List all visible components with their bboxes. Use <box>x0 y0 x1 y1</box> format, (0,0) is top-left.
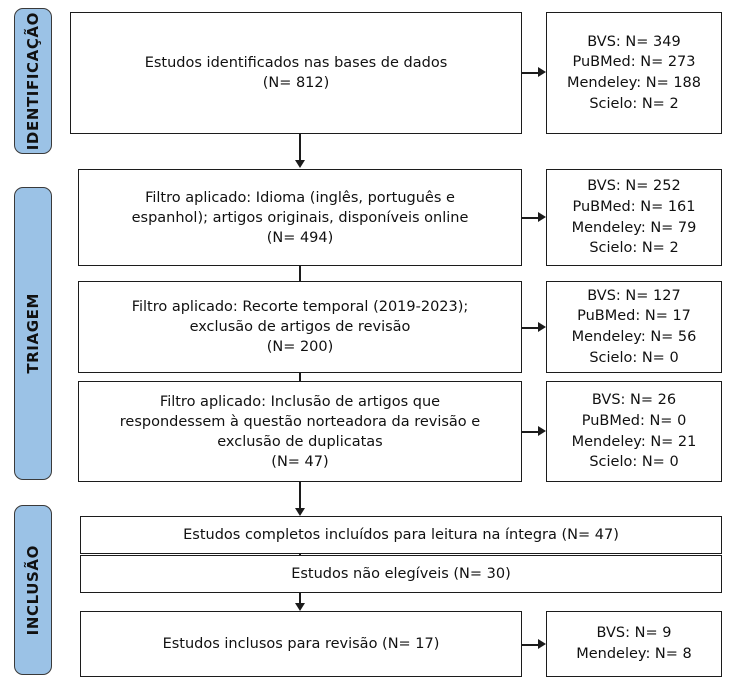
flow-box-identificados: Estudos identificados nas bases de dados… <box>70 12 522 134</box>
stage-label-inclusao: INCLUSÃO <box>24 544 42 636</box>
arrow-down-nao-elegiveis-to-inclusos <box>294 603 305 611</box>
connector-nao-elegiveis-to-inclusos <box>299 593 301 603</box>
connector-inclusao-to-completos <box>299 482 301 508</box>
stage-label-identificacao: IDENTIFICAÇÃO <box>24 11 42 151</box>
stage-pill-triagem: TRIAGEM <box>14 187 52 480</box>
flow-box-identificados-text: Estudos identificados nas bases de dados… <box>144 55 448 91</box>
connector-temporal-to-inclusao <box>299 373 301 381</box>
flow-box-nao-elegiveis-text: Estudos não elegíveis (N= 30) <box>291 566 511 582</box>
flow-box-inclusos-revisao-text: Estudos inclusos para revisão (N= 17) <box>162 636 440 652</box>
arrow-down-inclusao-to-completos <box>294 508 305 516</box>
arrow-right-inclusos-to-fontes <box>538 639 546 649</box>
stage-pill-identificacao: IDENTIFICAÇÃO <box>14 8 52 154</box>
connector-identificados-to-idioma <box>299 134 301 160</box>
flow-box-filtro-idioma-text: Filtro aplicado: Idioma (inglês, portugu… <box>131 189 469 246</box>
flow-box-nao-elegiveis: Estudos não elegíveis (N= 30) <box>80 555 722 593</box>
flow-box-filtro-temporal: Filtro aplicado: Recorte temporal (2019-… <box>78 281 522 373</box>
arrow-right-inclusao-to-fontes <box>538 426 546 436</box>
flow-box-filtro-inclusao: Filtro aplicado: Inclusão de artigos que… <box>78 381 522 482</box>
connector-completos-to-nao-elegiveis <box>299 554 301 556</box>
flow-box-filtro-inclusao-text: Filtro aplicado: Inclusão de artigos que… <box>119 393 481 470</box>
arrow-right-temporal-to-fontes <box>538 322 546 332</box>
connector-idioma-to-temporal <box>299 266 301 281</box>
connector-temporal-to-fontes <box>522 327 538 329</box>
side-box-fontes-revisao: BVS: N= 9 Mendeley: N= 8 <box>546 611 722 677</box>
flow-box-completos-integra: Estudos completos incluídos para leitura… <box>80 516 722 554</box>
stage-pill-inclusao: INCLUSÃO <box>14 505 52 675</box>
arrow-down-identificados-to-idioma <box>294 160 305 168</box>
side-box-fontes-identificados: BVS: N= 349 PuBMed: N= 273 Mendeley: N= … <box>546 12 722 134</box>
stage-label-triagem: TRIAGEM <box>24 293 42 374</box>
side-box-fontes-inclusao: BVS: N= 26 PuBMed: N= 0 Mendeley: N= 21 … <box>546 381 722 482</box>
flow-box-inclusos-revisao: Estudos inclusos para revisão (N= 17) <box>80 611 522 677</box>
side-box-fontes-inclusao-text: BVS: N= 26 PuBMed: N= 0 Mendeley: N= 21 … <box>571 392 697 471</box>
flow-box-completos-integra-text: Estudos completos incluídos para leitura… <box>183 527 619 543</box>
flow-box-filtro-temporal-text: Filtro aplicado: Recorte temporal (2019-… <box>131 299 469 355</box>
connector-identificados-to-fontes <box>522 72 538 74</box>
side-box-fontes-idioma: BVS: N= 252 PuBMed: N= 161 Mendeley: N= … <box>546 169 722 266</box>
flow-box-filtro-idioma: Filtro aplicado: Idioma (inglês, portugu… <box>78 169 522 266</box>
side-box-fontes-revisao-text: BVS: N= 9 Mendeley: N= 8 <box>576 625 692 662</box>
side-box-fontes-identificados-text: BVS: N= 349 PuBMed: N= 273 Mendeley: N= … <box>567 33 701 112</box>
side-box-fontes-temporal-text: BVS: N= 127 PuBMed: N= 17 Mendeley: N= 5… <box>571 287 697 366</box>
arrow-right-idioma-to-fontes <box>538 212 546 222</box>
side-box-fontes-idioma-text: BVS: N= 252 PuBMed: N= 161 Mendeley: N= … <box>571 178 697 257</box>
connector-idioma-to-fontes <box>522 217 538 219</box>
connector-inclusao-to-fontes <box>522 431 538 433</box>
side-box-fontes-temporal: BVS: N= 127 PuBMed: N= 17 Mendeley: N= 5… <box>546 281 722 373</box>
arrow-right-identificados-to-fontes <box>538 67 546 77</box>
connector-inclusos-to-fontes <box>522 644 538 646</box>
